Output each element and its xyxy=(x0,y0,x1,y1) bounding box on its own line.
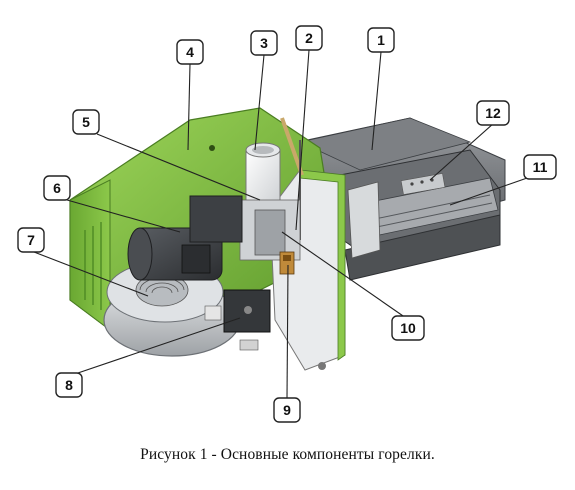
figure-caption: Рисунок 1 - Основные компоненты горелки. xyxy=(140,446,435,463)
callout-2: 2 xyxy=(295,25,323,51)
callout-12: 12 xyxy=(476,100,510,126)
ignition-rod xyxy=(280,117,304,176)
callout-6: 6 xyxy=(43,175,71,201)
drive-motor xyxy=(127,195,243,281)
callout-9-label: 9 xyxy=(283,402,291,418)
callout-11: 11 xyxy=(523,154,557,180)
callout-4: 4 xyxy=(176,39,204,65)
callout-11-label: 11 xyxy=(533,159,548,175)
callout-7-label: 7 xyxy=(27,232,35,248)
combustion-chamber xyxy=(297,117,506,281)
callout-9: 9 xyxy=(273,397,301,423)
callout-12-label: 12 xyxy=(485,105,501,121)
callout-10: 10 xyxy=(391,315,425,341)
leader-lines xyxy=(33,49,531,399)
callout-8: 8 xyxy=(55,372,83,398)
callout-4-label: 4 xyxy=(186,44,194,60)
photo-sensor xyxy=(279,251,295,275)
callout-1: 1 xyxy=(367,27,395,53)
callout-3: 3 xyxy=(250,30,278,56)
auger-assembly xyxy=(239,199,301,261)
feed-tube xyxy=(245,142,281,203)
callout-10-label: 10 xyxy=(400,320,416,336)
callout-2-label: 2 xyxy=(305,30,313,46)
callout-3-label: 3 xyxy=(260,35,268,51)
callout-1-label: 1 xyxy=(377,32,385,48)
callout-6-label: 6 xyxy=(53,180,61,196)
callout-8-label: 8 xyxy=(65,377,73,393)
callout-5: 5 xyxy=(72,109,100,135)
control-block xyxy=(204,289,271,351)
callout-7: 7 xyxy=(17,227,45,253)
callout-5-label: 5 xyxy=(82,114,90,130)
